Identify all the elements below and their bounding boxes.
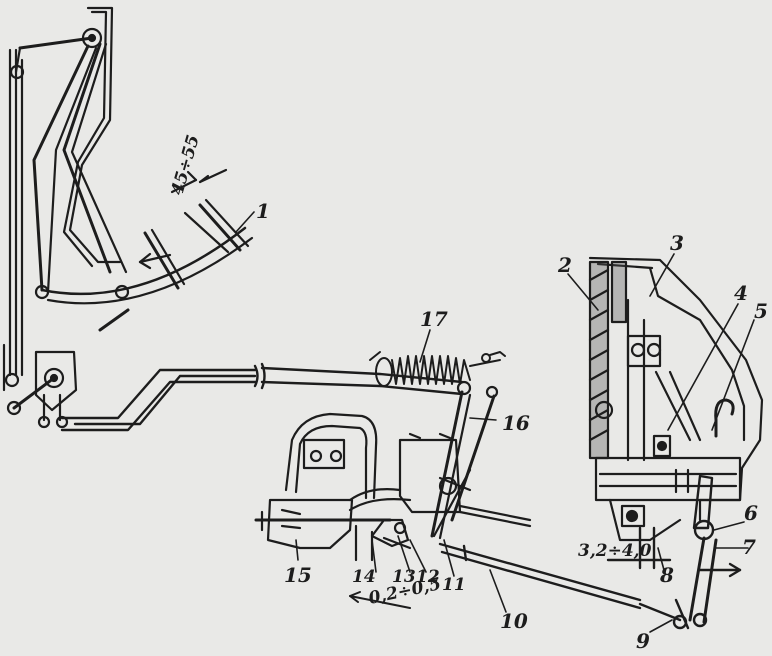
callout-6: 6 xyxy=(744,501,758,525)
callout-8: 8 xyxy=(659,563,674,587)
release-fork-lever xyxy=(606,474,742,630)
callout-7: 7 xyxy=(742,535,756,559)
pedal-assembly xyxy=(9,6,254,332)
callout-2: 2 xyxy=(557,253,572,277)
valve-gap-dimension xyxy=(349,591,411,609)
callout-5: 5 xyxy=(754,299,768,323)
callout-10: 10 xyxy=(500,609,528,633)
dim-pedal-travel: 45÷55 xyxy=(168,133,204,198)
callout-15: 15 xyxy=(284,563,312,587)
leader-lines xyxy=(235,211,755,633)
callout-14: 14 xyxy=(352,567,376,587)
callout-11: 11 xyxy=(442,575,466,595)
callout-16: 16 xyxy=(502,411,530,435)
vertical-rods xyxy=(2,48,24,416)
booster-valve-assembly xyxy=(254,412,532,562)
callout-1: 1 xyxy=(256,199,270,223)
callout-4: 4 xyxy=(734,281,748,305)
callout-3: 3 xyxy=(670,231,684,255)
return-spring xyxy=(369,351,506,387)
dim-bearing-gap: 3,2÷4,0 xyxy=(578,541,652,561)
callout-13: 13 xyxy=(392,567,416,587)
intermediate-lever xyxy=(12,350,78,429)
callout-12: 12 xyxy=(416,567,440,587)
callout-9: 9 xyxy=(636,629,650,653)
lower-rod xyxy=(438,542,642,610)
release-lever-linkage xyxy=(430,380,499,540)
clutch-housing xyxy=(588,256,764,542)
callout-17: 17 xyxy=(420,307,448,331)
